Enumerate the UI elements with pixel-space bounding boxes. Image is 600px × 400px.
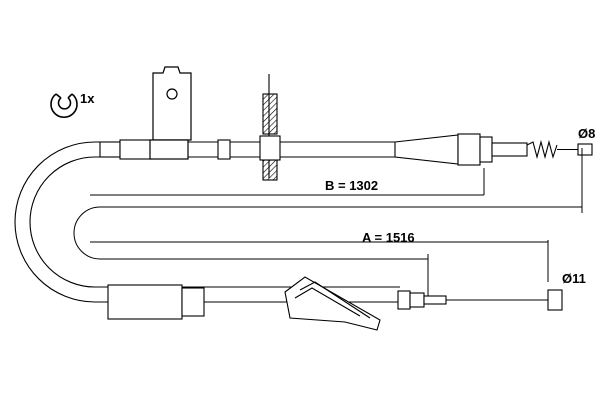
lower-diameter-label: Ø11: [562, 271, 586, 286]
upper-diameter-label: Ø8: [578, 126, 595, 141]
dimension-a: [90, 240, 549, 298]
grommet-hatched: [259, 74, 281, 181]
dimension-b: [90, 148, 583, 213]
clip-quantity: 1x: [80, 91, 95, 106]
lower-end-fitting: [397, 289, 563, 311]
dimension-a-label: A = 1516: [362, 230, 415, 245]
dimension-b-label: B = 1302: [325, 178, 378, 193]
retaining-clip-icon: [50, 93, 78, 119]
lower-sleeve: [107, 284, 205, 320]
mounting-bracket: [149, 66, 192, 160]
lower-angled-bracket: [284, 276, 381, 331]
cable-sheath: [14, 141, 582, 303]
upper-end-fitting: [394, 133, 593, 166]
